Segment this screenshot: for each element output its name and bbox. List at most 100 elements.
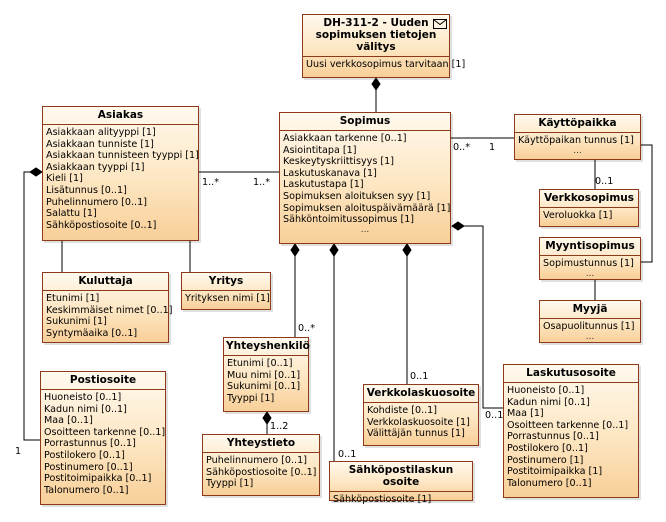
attribute: Asiointitapa [1] [283,144,357,156]
class-sopimus[interactable]: Sopimus Asiakkaan tarkenne [0..1] Asioin… [279,112,451,244]
attribute: Sähköpostiosoite [0..1] [206,466,317,478]
title-line: Yritys [208,275,244,287]
diamond-asiakas [29,167,43,177]
title-line: Sähköpostilaskun osoite [348,464,454,488]
class-attributes: Uusi verkkosopimus tarvitaan [1] [303,56,465,72]
class-yhteyshenkilo[interactable]: Yhteyshenkilö Etunimi [0..1] Muu nimi [0… [223,337,310,412]
multiplicity-label: 0..* [453,142,470,153]
line-myyntisopimus-kayttopaikka [641,144,653,263]
class-postiosoite[interactable]: Postiosoite Huoneisto [0..1] Kadun nimi … [40,371,166,505]
title-line: Myyntisopimus [545,240,635,252]
class-kayttopaikka[interactable]: Käyttöpaikka Käyttöpaikan tunnus [1] ... [514,114,641,160]
attribute: Porrastunnus [0..1] [44,438,136,450]
multiplicity-label: 1..* [253,177,270,188]
class-attributes: Puhelinnumero [0..1] Sähköpostiosoite [0… [203,452,319,491]
attribute: Kieli [1] [46,173,83,185]
class-title: Sähköpostilaskun osoite [330,462,472,491]
class-kuluttaja[interactable]: Kuluttaja Etunimi [1] Keskimmäiset nimet… [42,272,173,343]
more-indicator: ... [573,145,582,156]
attribute: Etunimi [0..1] [227,358,293,369]
title-line: sopimuksen tietojen [315,29,437,41]
class-title: Laskutusosoite [504,365,638,382]
attribute: Kadun nimi [0..1] [507,396,590,408]
title-line: Yhteystieto [226,437,296,449]
attribute: Välittäjän tunnus [1] [367,428,465,440]
attribute: Sähköpostiosoite [0..1] [46,219,157,231]
attribute: Asiakkaan tarkenne [0..1] [283,133,407,144]
attribute: Asiakkaan alityyppi [1] [46,127,156,138]
attribute: Lisätunnus [0..1] [46,184,127,196]
attribute: Puhelinnumero [0..1] [46,196,147,208]
class-attributes: Asiakkaan alityyppi [1] Asiakkaan tunnis… [43,124,199,232]
multiplicity-label: 1 [489,142,496,153]
class-yhteystieto[interactable]: Yhteystieto Puhelinnumero [0..1] Sähköpo… [202,434,320,496]
attribute: Keskimmäiset nimet [0..1] [46,304,173,316]
attribute: Postitoimipaikka [1] [507,466,603,478]
attribute: Laskutustapa [1] [283,179,364,191]
attribute: Osoitteen tarkenne [0..1] [507,419,629,431]
title-line: Käyttöpaikka [538,117,617,129]
class-title: DH-311-2 - Uuden sopimuksen tietojen väl… [303,15,449,56]
class-asiakas[interactable]: Asiakas Asiakkaan alityyppi [1] Asiakkaa… [42,106,199,241]
attribute: Maa [1] [507,408,544,420]
title-line: DH-311-2 - Uuden [323,17,429,29]
more-indicator: ... [360,224,370,235]
multiplicity-label: 0..1 [485,410,504,421]
class-attributes: Kohdiste [0..1] Verkkolaskuosoite [1] Vä… [364,402,478,441]
attribute: Veroluokka [1] [543,210,613,221]
class-attributes: Veroluokka [1] [540,207,638,223]
attribute: Sukunimi [1] [46,316,107,328]
class-title: Sopimus [280,113,450,130]
attribute: Yrityksen nimi [1] [185,293,270,304]
class-title: Postiosoite [41,372,165,389]
class-attributes: Sähköpostiosoite [1] [330,491,472,507]
attribute: Huoneisto [0..1] [44,392,122,403]
title-line: Kuluttaja [78,275,133,287]
class-attributes: Etunimi [1] Keskimmäiset nimet [0..1] Su… [43,290,173,340]
multiplicity-label: 1..2 [270,421,289,432]
class-dh-311-2[interactable]: DH-311-2 - Uuden sopimuksen tietojen väl… [302,14,465,78]
title-line: Sopimus [339,115,391,127]
multiplicity-label: 0..1 [410,371,429,382]
attribute: Sopimuksen aloituspäivämäärä [1] [283,202,451,214]
title-line: Yhteyshenkilö [226,340,310,352]
attribute: Etunimi [1] [46,293,100,304]
attribute: Postitoimipaikka [0..1] [44,473,152,485]
attribute: Asiakkaan tyyppi [1] [46,161,145,173]
class-verkkosopimus[interactable]: Verkkosopimus Veroluokka [1] [539,189,639,227]
attribute: Tyyppi [1] [227,392,275,404]
class-myyntisopimus[interactable]: Myyntisopimus Sopimustunnus [1] ... [539,237,641,280]
attribute: Syntymäaika [0..1] [46,327,138,339]
multiplicity-label: 0..1 [595,176,614,187]
class-title: Yhteyshenkilö [224,338,310,355]
attribute: Sähköpostiosoite [1] [333,494,432,505]
attribute: Tyyppi [1] [206,478,254,490]
attribute: Postilokero [0..1] [507,442,588,454]
class-laskutusosoite[interactable]: Laskutusosoite Huoneisto [0..1] Kadun ni… [503,364,639,498]
envelope-icon [433,19,447,29]
class-myyja[interactable]: Myyjä Osapuolitunnus [1] ... [539,300,641,343]
class-sahkopostilaskun-osoite[interactable]: Sähköpostilaskun osoite Sähköpostiosoite… [329,461,473,505]
diamond-yhteystieto [262,411,272,425]
class-attributes: Käyttöpaikan tunnus [1] ... [515,132,640,157]
class-title: Käyttöpaikka [515,115,640,132]
title-line: välitys [356,41,396,53]
line-sopimus-laskutusosoite [458,225,503,409]
class-yritys[interactable]: Yritys Yrityksen nimi [1] [181,272,271,310]
class-attributes: Osapuolitunnus [1] ... [540,318,640,343]
class-attributes: Sopimustunnus [1] ... [540,255,640,280]
attribute: Sopimuksen aloituksen syy [1] [283,190,431,202]
title-line: Myyjä [572,303,608,315]
attribute: Verkkolaskuosoite [1] [367,416,470,428]
more-indicator: ... [585,331,595,342]
attribute: Porrastunnus [0..1] [507,431,599,443]
class-verkkolaskuosoite[interactable]: Verkkolaskuosoite Kohdiste [0..1] Verkko… [363,384,479,446]
class-attributes: Huoneisto [0..1] Kadun nimi [0..1] Maa [… [41,389,165,497]
class-attributes: Asiakkaan tarkenne [0..1] Asiointitapa [… [280,130,450,236]
title-line: Asiakas [97,109,144,121]
class-title: Verkkosopimus [540,190,638,207]
class-title: Verkkolaskuosoite [364,385,478,402]
attribute: Postinumero [0..1] [44,461,133,473]
multiplicity-label: 1..* [202,177,219,188]
